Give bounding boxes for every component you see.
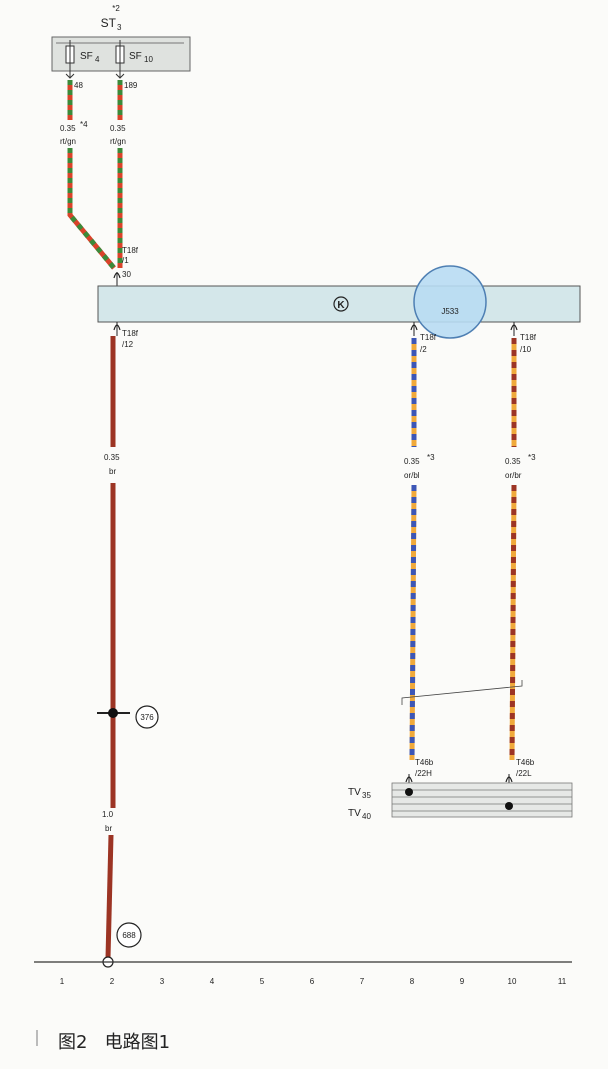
fuse-box-label-sub: 3 [117,23,122,32]
grid-number: 6 [310,977,315,986]
fuse-sf10-sub: 10 [144,55,153,64]
bus-line-tv35-sub: 35 [362,791,371,800]
control-module [97,285,581,323]
module-symbol: K [333,296,349,312]
connector-t18f-2-line2: /2 [420,345,427,354]
fuse-sf10-pin: 189 [124,81,138,90]
connector-t18f-1: T18f /1 30 [113,246,139,286]
wire-color-5: or/bl [404,471,420,480]
wire-color-3: br [109,467,116,476]
module-symbol-text: K [337,300,345,311]
grid-number: 5 [260,977,265,986]
connector-t46b-22h-line1: T46b [415,758,434,767]
grid-number: 7 [360,977,365,986]
connector-t46b-22l-line2: /22L [516,769,532,778]
connector-t18f-12-line1: T18f [122,329,139,338]
fuse-box-footnote: *2 [112,4,120,13]
grid-numbers: 1 2 3 4 5 6 7 8 9 10 11 [60,977,567,986]
connector-t18f-1-line3: 30 [122,270,131,279]
wire-or-bl [409,338,417,761]
wire-spec-2: 0.35 [110,124,126,133]
connector-t18f-2-line1: T18f [420,333,437,342]
grid-number: 1 [60,977,65,986]
wire-color-4: br [105,824,112,833]
caption-mark [36,1030,38,1046]
wire-spec-4: 1.0 [102,810,114,819]
wire-color-2: rt/gn [110,137,126,146]
grid-number: 11 [558,977,567,986]
fuse-sf4-sub: 4 [95,55,100,64]
figure-caption: 图2 电路图1 [58,1028,170,1054]
wire-color-1: rt/gn [60,137,76,146]
grid-number: 2 [110,977,115,986]
wire-spec-1: 0.35 [60,124,76,133]
wire-spec-6: 0.35 [505,457,521,466]
fuse-sf10: SF 10 189 [115,40,153,90]
wire-brown-lower [105,834,114,959]
grid-number: 4 [210,977,215,986]
connector-t18f-10: T18f /10 [510,322,537,354]
ground-688-label: 688 [122,931,136,940]
caption-title: 电路图1 [104,1032,171,1053]
wire-color-6: or/br [505,471,522,480]
splice-376: 376 [97,705,159,729]
fuse-box-label: ST [101,16,117,30]
grid-number: 8 [410,977,415,986]
grid-number: 3 [160,977,165,986]
wire-spec-5: 0.35 [404,457,420,466]
connector-t46b-22l-line1: T46b [516,758,535,767]
wire-note-5: *3 [427,453,435,462]
bus-line-tv40-sub: 40 [362,812,371,821]
wire-sf4-rt-gn [67,80,116,270]
connector-t18f-1-line2: /1 [122,256,129,265]
connector-t18f-10-line2: /10 [520,345,532,354]
twisted-pair-marker [401,680,523,705]
grid-number: 9 [460,977,465,986]
fuse-sf4: SF 4 48 [65,40,100,90]
wire-or-br [509,338,517,761]
connector-t18f-12-line2: /12 [122,340,134,349]
wire-spec-3: 0.35 [104,453,120,462]
bus-block [391,782,573,818]
wire-note-6: *3 [528,453,536,462]
grid-number: 10 [508,977,517,986]
gateway-j533-label: J533 [441,307,459,316]
fuse-sf4-pin: 48 [74,81,83,90]
fuse-sf10-label: SF [129,51,142,62]
connector-t18f-1-line1: T18f [122,246,139,255]
connector-t18f-2: T18f /2 [410,322,437,354]
caption-figure-number: 图2 [58,1032,88,1053]
bus-line-tv35: TV [348,787,361,798]
connector-t18f-12: T18f /12 [113,322,139,349]
wire-note-1: *4 [80,120,88,129]
connector-t46b-22h-line2: /22H [415,769,432,778]
splice-376-label: 376 [140,713,154,722]
fuse-sf4-label: SF [80,51,93,62]
connector-t18f-10-line1: T18f [520,333,537,342]
gateway-j533: J533 [413,265,487,339]
bus-line-tv40: TV [348,808,361,819]
